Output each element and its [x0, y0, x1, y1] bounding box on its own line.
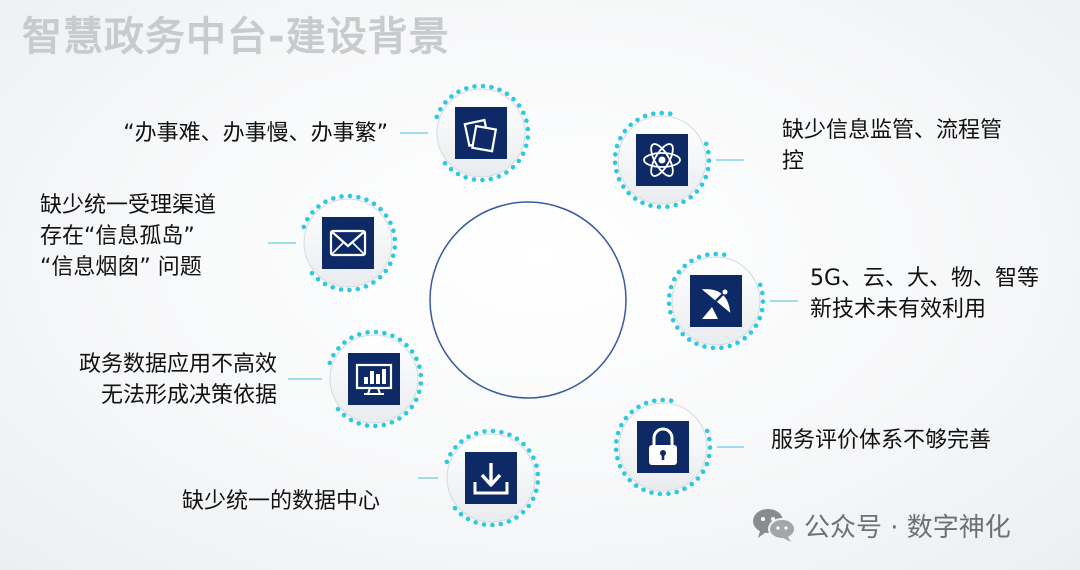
center-ring — [429, 201, 627, 399]
label-item-4: 缺少统一的数据中心 — [182, 489, 381, 514]
documents-icon — [455, 107, 507, 159]
label-item-3: 政务数据应用不高效 无法形成决策依据 — [78, 352, 277, 408]
download-icon — [465, 452, 517, 504]
node-item-5 — [612, 110, 744, 210]
label-item-5: 缺少信息监管、流程管 控 — [782, 118, 1003, 174]
dotted-ring — [613, 397, 713, 497]
label-item-1: “办事难、办事慢、办事繁” — [123, 121, 388, 146]
satellite-dish-icon — [690, 275, 742, 327]
dotted-ring — [612, 110, 712, 210]
node-item-2 — [268, 193, 398, 293]
watermark-text: 公众号 · 数字神化 — [804, 512, 1011, 543]
node-item-4 — [418, 428, 541, 528]
label-item-2: 缺少统一受理渠道 存在“信息孤岛” “信息烟囱” 问题 — [40, 193, 217, 280]
dotted-ring — [301, 193, 398, 293]
node-item-6 — [666, 251, 798, 351]
monitor-chart-icon — [348, 353, 400, 405]
dotted-ring — [444, 428, 541, 528]
dotted-ring — [327, 329, 424, 429]
label-item-6: 5G、云、大、物、智等 新技术未有效利用 — [810, 266, 1040, 322]
envelope-icon — [322, 217, 374, 269]
lock-icon — [637, 421, 689, 473]
node-item-7 — [613, 397, 744, 497]
label-item-7: 服务评价体系不够完善 — [771, 428, 992, 453]
page-title: 智慧政务中台-建设背景 — [22, 14, 450, 60]
atom-icon — [636, 134, 688, 186]
node-item-3 — [288, 329, 424, 429]
node-item-1 — [400, 83, 531, 183]
watermark: 公众号 · 数字神化 — [752, 505, 1011, 545]
dotted-ring — [434, 83, 531, 183]
wechat-icon — [753, 509, 796, 542]
dotted-ring — [666, 251, 766, 351]
